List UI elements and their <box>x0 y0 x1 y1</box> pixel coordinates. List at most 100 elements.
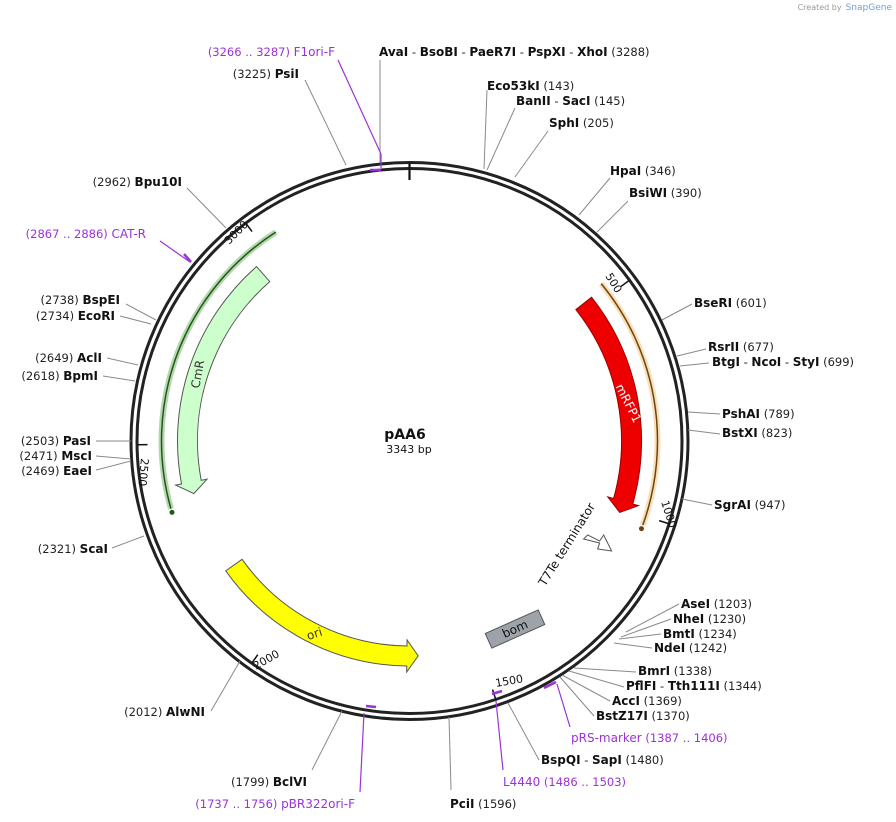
primer-cat-r[interactable]: (2867 .. 2886) CAT-R <box>26 227 192 263</box>
primer-pbr322ori-f[interactable]: (1737 .. 1756) pBR322ori-F <box>195 704 377 811</box>
site-label: BsiWI (390) <box>629 186 702 200</box>
site-scai[interactable]: (2321) ScaI <box>38 535 145 556</box>
primer-mark <box>543 680 557 690</box>
site-position: (677) <box>743 340 774 354</box>
primer-prs-marker[interactable]: pRS-marker (1387 .. 1406) <box>543 680 728 745</box>
site-acci[interactable]: AccI (1369) <box>561 674 682 708</box>
site-bspqi-sapi[interactable]: BspQI - SapI (1480) <box>507 702 664 767</box>
tick-mark-1000 <box>658 519 669 525</box>
site-label: BmtI (1234) <box>663 627 737 641</box>
site-leader-line <box>95 460 132 471</box>
site-bclvi[interactable]: (1799) BclVI <box>231 710 343 789</box>
enzyme-name: BstZ17I <box>596 709 648 723</box>
primer-f1ori-f[interactable]: (3266 .. 3287) F1ori-F <box>208 45 382 172</box>
enzyme-name: Bpu10I <box>135 175 182 189</box>
site-avai-bsobi-paer7i-pspxi-xhoi[interactable]: AvaI - BsoBI - PaeR7I - PspXI - XhoI (32… <box>379 45 650 163</box>
site-bstxi[interactable]: BstXI (823) <box>687 426 792 440</box>
site-bpu10i[interactable]: (2962) Bpu10I <box>93 175 227 229</box>
site-bspei[interactable]: (2738) BspEI <box>41 293 157 321</box>
site-ndei[interactable]: NdeI (1242) <box>613 641 727 655</box>
site-bsiwi[interactable]: BsiWI (390) <box>596 186 702 233</box>
site-hpai[interactable]: HpaI (346) <box>578 164 676 216</box>
site-leader-line <box>681 498 713 506</box>
enzyme-name: BsiWI <box>629 186 667 200</box>
site-position: (2012) <box>124 705 162 719</box>
site-position: (390) <box>671 186 702 200</box>
site-leader-line <box>561 674 611 702</box>
tick-label-2000: 2000 <box>251 647 282 672</box>
site-bstz17i[interactable]: BstZ17I (1370) <box>559 676 690 723</box>
feature-ori[interactable]: ori <box>225 558 419 674</box>
site-label: (2503) PasI <box>21 434 91 448</box>
site-leader-line <box>119 315 152 325</box>
enzyme-separator: - <box>408 45 419 59</box>
site-label: AccI (1369) <box>612 694 682 708</box>
site-bmri[interactable]: BmrI (1338) <box>573 664 712 678</box>
enzyme-name: HpaI <box>610 164 641 178</box>
site-pcii[interactable]: PciI (1596) <box>448 716 516 811</box>
site-leader-line <box>676 348 707 357</box>
site-label: (2738) BspEI <box>41 293 120 307</box>
enzyme-separator: - <box>740 355 751 369</box>
site-psii[interactable]: (3225) PsiI <box>233 67 347 166</box>
site-pasi[interactable]: (2503) PasI <box>21 434 131 448</box>
site-asei[interactable]: AseI (1203) <box>625 597 752 633</box>
site-leader-line <box>687 429 721 435</box>
outer-feature-arcs <box>158 229 661 532</box>
primer-mark <box>365 704 377 709</box>
primer-leader-line <box>359 712 365 793</box>
site-position: (1370) <box>652 709 690 723</box>
mrfp1-outer-tip <box>638 526 644 532</box>
site-label: SgrAI (947) <box>714 498 786 512</box>
site-bpmi[interactable]: (2618) BpmI <box>21 369 136 383</box>
feature-cmr[interactable]: CmR <box>174 265 271 495</box>
site-position: (1234) <box>699 627 737 641</box>
tick-label-2500: 2500 <box>136 458 151 487</box>
site-leader-line <box>210 660 241 712</box>
site-acli[interactable]: (2649) AclI <box>35 351 139 366</box>
site-label: (2618) BpmI <box>21 369 98 383</box>
primer-name: F1ori-F <box>294 45 335 59</box>
primer-name: pRS-marker <box>571 731 642 745</box>
site-bmti[interactable]: BmtI (1234) <box>618 627 737 641</box>
site-position: (823) <box>761 426 792 440</box>
cmr-arrow <box>174 265 271 495</box>
site-position: (601) <box>736 296 767 310</box>
site-msci[interactable]: (2471) MscI <box>19 449 132 463</box>
site-sgrai[interactable]: SgrAI (947) <box>681 498 786 512</box>
site-position: (1338) <box>674 664 712 678</box>
site-label: BstZ17I (1370) <box>596 709 690 723</box>
site-pflfi-tth111i[interactable]: PflFI - Tth111I (1344) <box>568 670 762 693</box>
feature-t7te-terminator[interactable]: T7Te terminator <box>535 500 613 589</box>
site-label: BmrI (1338) <box>638 664 712 678</box>
site-label: PflFI - Tth111I (1344) <box>626 679 762 693</box>
enzyme-name: SapI <box>592 753 622 767</box>
site-leader-line <box>661 303 693 321</box>
site-label: PciI (1596) <box>450 797 516 811</box>
site-rsrii[interactable]: RsrII (677) <box>676 340 774 357</box>
primer-l4440[interactable]: L4440 (1486 .. 1503) <box>491 689 626 789</box>
site-leader-line <box>125 303 157 321</box>
site-btgi-ncoi-styi[interactable]: BtgI - NcoI - StyI (699) <box>679 355 854 369</box>
site-eco53ki[interactable]: Eco53kI (143) <box>483 79 574 170</box>
site-label: HpaI (346) <box>610 164 676 178</box>
site-leader-line <box>618 633 662 640</box>
site-nhei[interactable]: NheI (1230) <box>620 612 746 638</box>
site-alwni[interactable]: (2012) AlwNI <box>124 660 241 719</box>
site-pshai[interactable]: PshAI (789) <box>687 407 795 421</box>
site-label: NheI (1230) <box>673 612 746 626</box>
site-ecori[interactable]: (2734) EcoRI <box>36 309 152 325</box>
site-sphi[interactable]: SphI (205) <box>514 116 614 178</box>
site-position: (2618) <box>21 369 59 383</box>
feature-bom[interactable]: bom <box>484 609 546 649</box>
site-banii-saci[interactable]: BanII - SacI (145) <box>486 94 625 171</box>
site-label: AvaI - BsoBI - PaeR7I - PspXI - XhoI (32… <box>379 45 650 59</box>
site-position: (2469) <box>21 464 59 478</box>
site-eaei[interactable]: (2469) EaeI <box>21 460 132 478</box>
site-bseri[interactable]: BseRI (601) <box>661 296 767 321</box>
site-position: (1230) <box>708 612 746 626</box>
credit-brand: SnapGene <box>846 3 893 13</box>
site-position: (1242) <box>689 641 727 655</box>
primer-mark <box>183 253 192 263</box>
primer-label: (3266 .. 3287) F1ori-F <box>208 45 335 59</box>
